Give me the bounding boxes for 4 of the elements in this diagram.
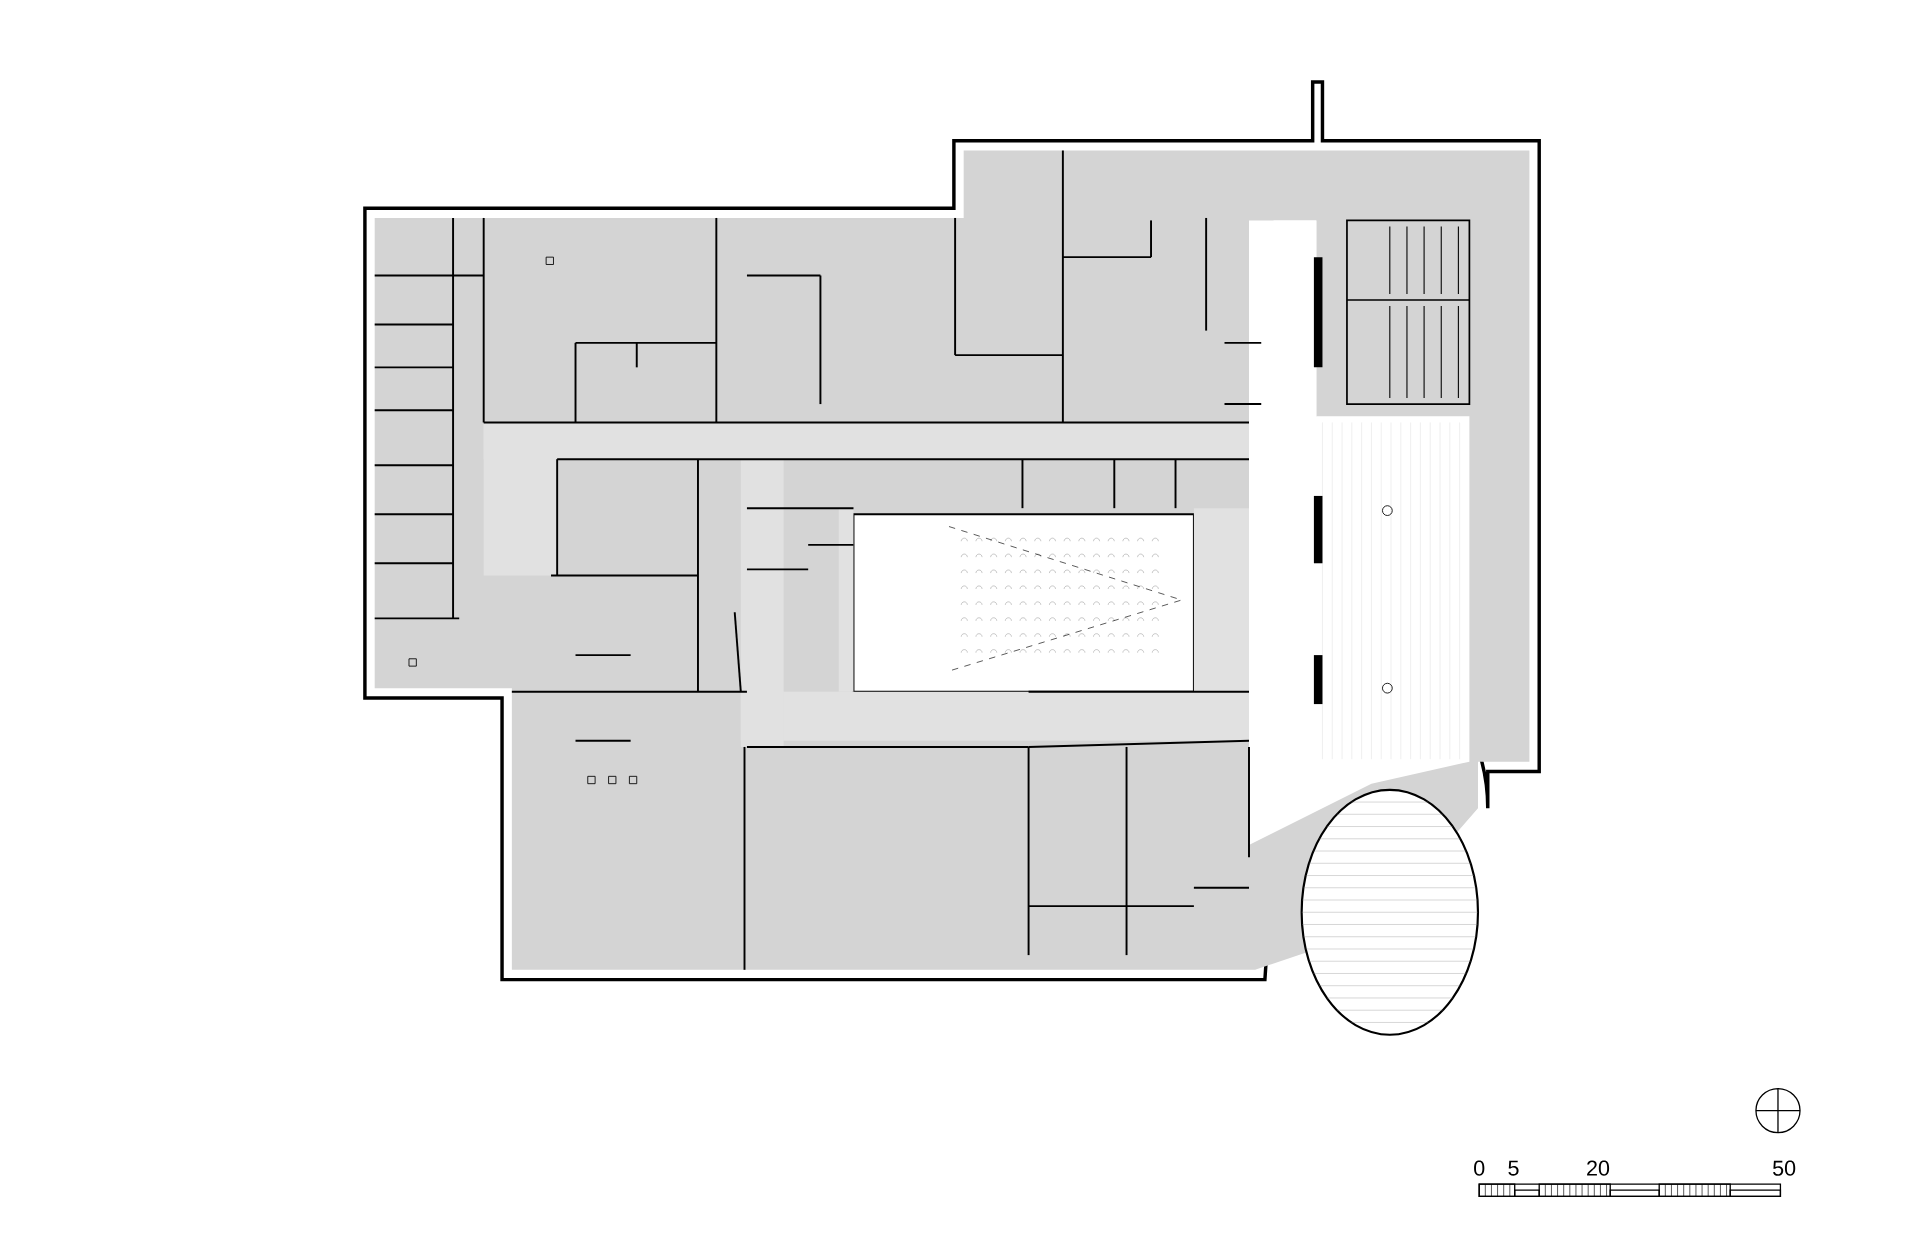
scale-label: 5 bbox=[1508, 1160, 1519, 1176]
scale-label: 0 bbox=[1474, 1160, 1485, 1176]
scale-label: 20 bbox=[1587, 1160, 1610, 1176]
scale-label: 50 bbox=[1773, 1160, 1796, 1176]
